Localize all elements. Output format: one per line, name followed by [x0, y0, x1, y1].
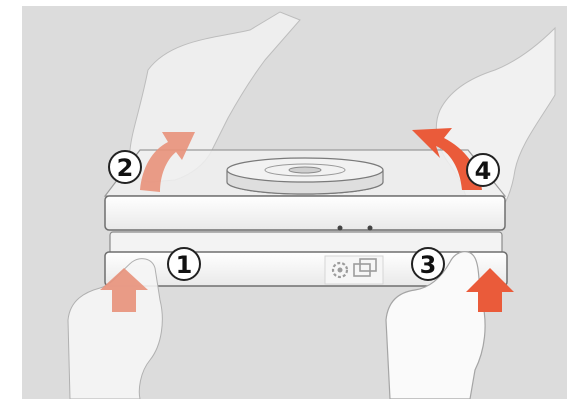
curved-arrow-icon — [412, 128, 482, 190]
lid-front — [104, 195, 506, 231]
disc-icon — [226, 157, 384, 195]
curved-arrow-icon — [140, 132, 195, 192]
base-top — [109, 231, 503, 255]
camera-icon — [353, 258, 377, 277]
indicator-dot — [337, 225, 343, 231]
step-1-marker: 1 — [167, 247, 201, 281]
hand-bottom-left — [67, 258, 163, 399]
arrow-up-icon — [466, 268, 514, 312]
step-4-marker: 4 — [466, 153, 500, 187]
indicator-dot — [367, 225, 373, 231]
arrow-up-icon — [100, 268, 148, 312]
step-3-marker: 3 — [411, 247, 445, 281]
step-2-marker: 2 — [108, 150, 142, 184]
base-front — [104, 251, 508, 287]
hand-bottom-right — [385, 251, 486, 399]
